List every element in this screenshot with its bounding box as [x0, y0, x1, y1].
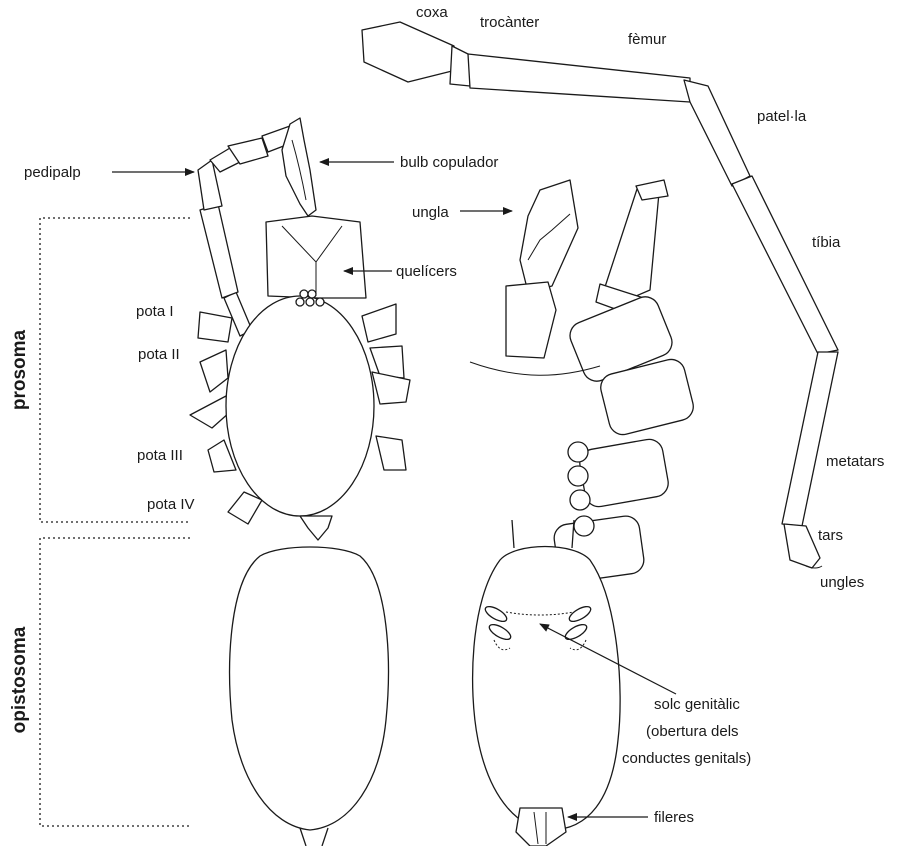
leg-tarsus	[784, 524, 820, 568]
label-tibia: tíbia	[812, 234, 841, 251]
label-solc-line-2: (obertura dels	[646, 723, 739, 740]
leg-patella	[684, 80, 750, 186]
label-bulb: bulb copulador	[400, 154, 498, 171]
dorsal-spinnerets	[300, 828, 328, 846]
ventral-pedipalp	[604, 182, 660, 302]
dorsal-leg-2-left	[200, 350, 228, 392]
dorsal-leg-1-right	[362, 304, 396, 342]
ventral-spider-drawing	[470, 180, 696, 846]
label-pota-3: pota III	[137, 447, 183, 464]
ventral-coxa-4	[578, 437, 671, 509]
label-solc-line-3: conductes genitals)	[622, 750, 751, 767]
leg-coxa	[362, 22, 456, 82]
leg-metatarsus	[782, 352, 838, 526]
spinnerets	[516, 808, 566, 846]
carapace	[226, 296, 374, 516]
label-coxa: coxa	[416, 4, 448, 21]
prosoma-bracket	[40, 218, 190, 522]
label-ungles: ungles	[820, 574, 864, 591]
label-femur: fèmur	[628, 31, 666, 48]
dorsal-spider-drawing	[190, 118, 410, 846]
opistosoma-label: opistosoma	[9, 626, 30, 733]
label-solc-line-1: solc genitàlic	[654, 696, 740, 713]
dorsal-leg-1-left	[198, 312, 232, 342]
ventral-palp-tip	[636, 180, 668, 200]
ventral-abdomen	[473, 547, 621, 831]
label-metatars: metatars	[826, 453, 884, 470]
label-ungla: ungla	[412, 204, 449, 221]
label-tars: tars	[818, 527, 843, 544]
dorsal-abdomen	[230, 547, 389, 830]
label-pota-1: pota I	[136, 303, 174, 320]
opistosoma-bracket	[40, 538, 190, 826]
leg-tibia	[732, 176, 838, 354]
label-pota-4: pota IV	[147, 496, 195, 513]
pedipalp-segment	[200, 204, 238, 298]
pedicel	[300, 516, 332, 540]
chelicera-fang	[520, 180, 578, 292]
chelicera-base	[506, 282, 556, 358]
dorsal-leg-4-right	[376, 436, 406, 470]
label-trocanter: trocànter	[480, 14, 539, 31]
leg-femur	[468, 54, 690, 102]
label-quelicers: quelícers	[396, 263, 457, 280]
label-pota-2: pota II	[138, 346, 180, 363]
prosoma-label: prosoma	[9, 329, 30, 410]
dorsal-leg-3-left	[190, 396, 230, 428]
label-pedipalp: pedipalp	[24, 164, 81, 181]
label-fileres: fileres	[654, 809, 694, 826]
label-patella: patel·la	[757, 108, 807, 125]
dorsal-leg-5-left	[228, 492, 262, 524]
